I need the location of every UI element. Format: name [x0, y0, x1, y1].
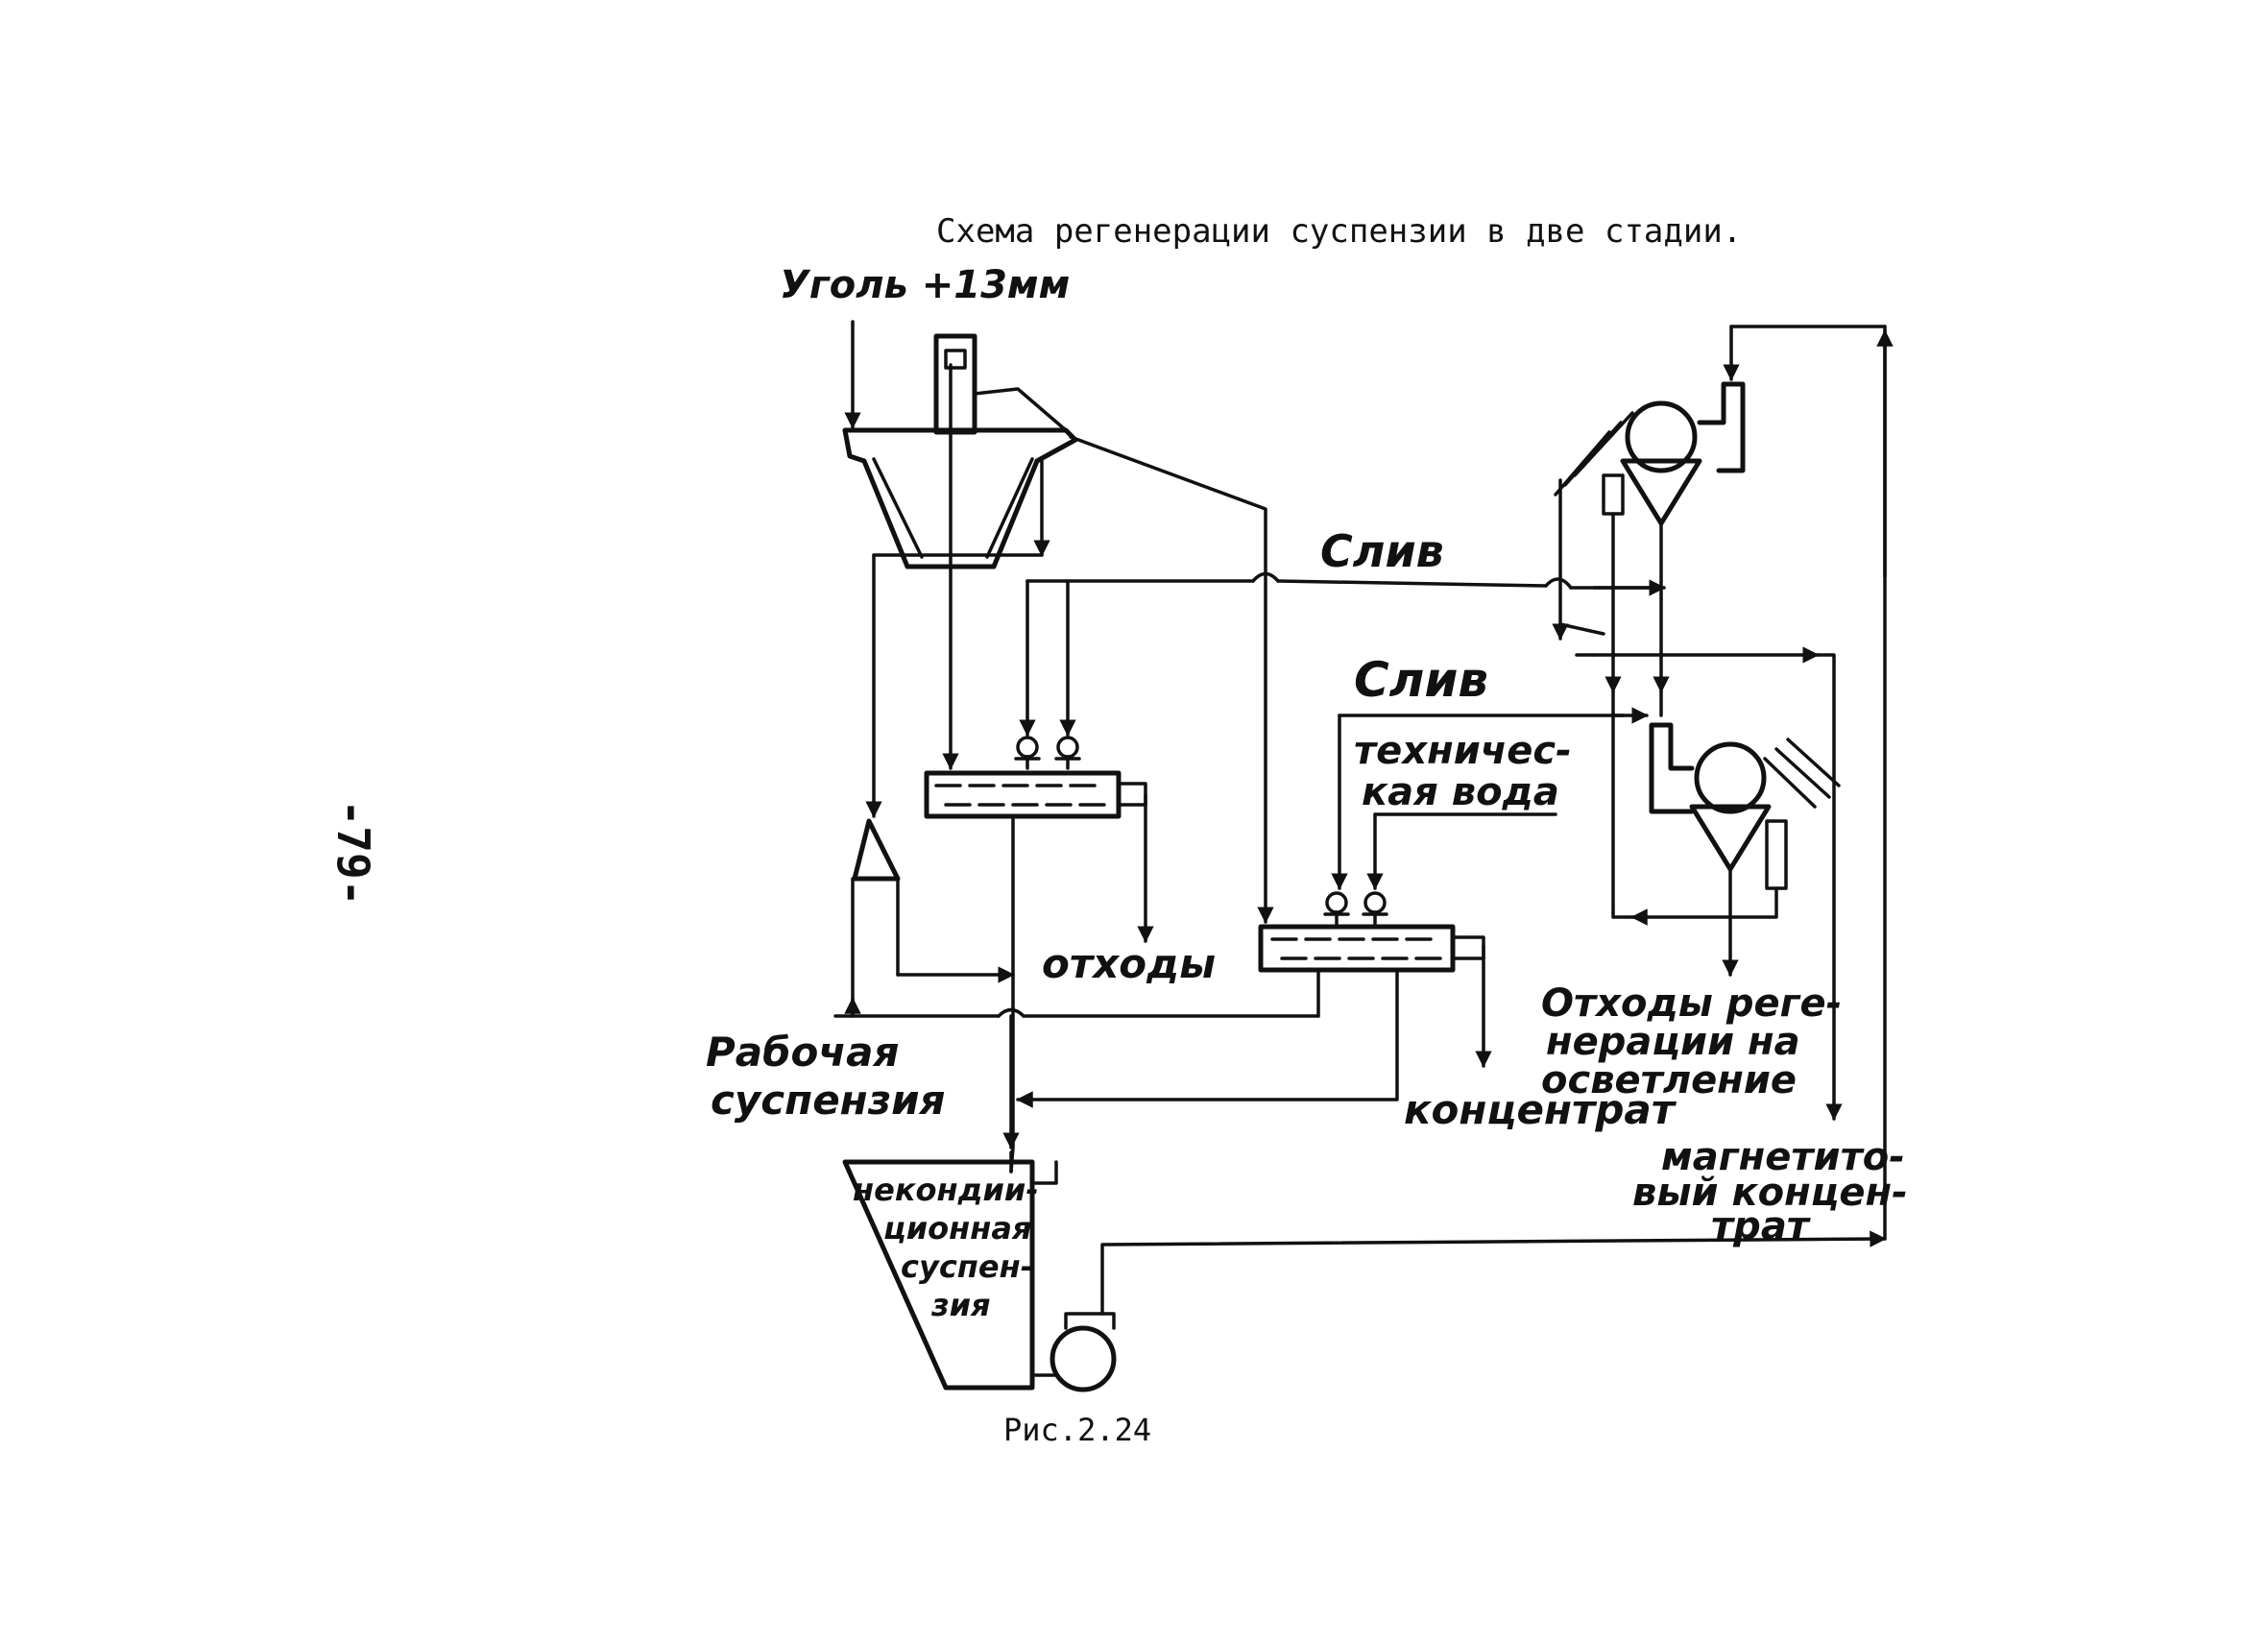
label-regen-waste-3: осветление [1541, 1058, 1797, 1102]
label-concentrate: концентрат [1404, 1086, 1677, 1133]
label-regen-waste-1: Отходы реге- [1541, 981, 1842, 1026]
rinsing-screen-2 [1258, 891, 1485, 973]
label-tank-1: некондии- [853, 1172, 1039, 1208]
figure-caption: Рис.2.24 [1003, 1412, 1151, 1448]
label-tank-2: ционная [883, 1210, 1031, 1247]
diagram-title: Схема регенерации суспензии в две стадии… [936, 212, 1742, 251]
label-magnetite-3: трат [1711, 1204, 1812, 1248]
magnetic-separator-2 [1649, 722, 1841, 890]
label-coal-feed: Уголь +13мм [780, 263, 1070, 307]
label-overflow-1: Слив [1320, 525, 1444, 577]
pump [1030, 1312, 1117, 1392]
label-regen-waste-2: нерации на [1546, 1020, 1800, 1064]
label-process-water-2: кая вода [1362, 770, 1559, 814]
heavy-medium-separator [842, 333, 1078, 569]
label-tank-4: зия [930, 1287, 991, 1323]
label-process-water-1: техничес- [1354, 729, 1572, 773]
label-working-suspension-2: суспензия [711, 1077, 946, 1124]
label-working-suspension-1: Рабочая [706, 1029, 899, 1076]
label-waste: отходы [1042, 940, 1216, 987]
label-magnetite-1: магнетито- [1661, 1135, 1905, 1179]
rinsing-screen-1 [924, 736, 1147, 819]
cone-thickener [852, 818, 901, 882]
page-number: -79- [327, 800, 379, 907]
label-tank-3: суспен- [901, 1248, 1033, 1285]
off-spec-suspension-tank [842, 1159, 1058, 1391]
label-magnetite-2: вый концен- [1632, 1171, 1908, 1215]
magnetic-separator-1 [1554, 381, 1746, 526]
label-overflow-2: Слив [1354, 652, 1488, 708]
